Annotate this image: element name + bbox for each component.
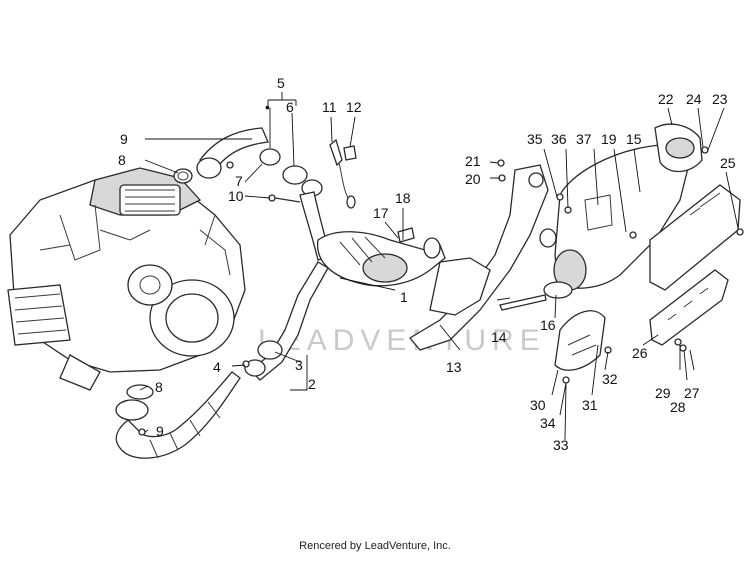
callout-13: 13 [446,359,462,375]
callout-10: 10 [228,188,244,204]
callout-35: 35 [527,131,543,147]
callout-27: 27 [684,385,700,401]
callout-4: 4 [213,359,221,375]
lower-shield [554,310,612,384]
callout-8-lower: 8 [155,379,163,395]
callout-32: 32 [602,371,618,387]
callout-2: 2 [308,376,316,392]
callout-33: 33 [553,437,569,453]
engine-assembly [7,167,246,391]
callout-19: 19 [601,131,617,147]
callout-37: 37 [576,131,592,147]
callout-24: 24 [686,91,702,107]
callout-8-upper: 8 [118,152,126,168]
silencer-bracket [409,159,557,351]
callout-labels: 5 • 6 11 12 9 8 7 10 18 17 1 3 2 4 8 9 1… [118,75,736,453]
callout-26: 26 [632,345,648,361]
callout-9-upper: 9 [120,131,128,147]
callout-3: 3 [295,357,303,373]
callout-28: 28 [670,399,686,415]
callout-12: 12 [346,99,362,115]
callout-21: 21 [465,153,481,169]
leader-lines [139,92,739,441]
callout-22: 22 [658,91,674,107]
callout-15: 15 [626,131,642,147]
watermark: LEADVENTURE [258,324,546,357]
catalytic-converter [317,227,446,287]
silencer-end-cap [654,123,709,173]
callout-23: 23 [712,91,728,107]
callout-5: 5 [277,75,285,91]
callout-25: 25 [720,155,736,171]
callout-9-lower: 9 [156,423,164,439]
callout-11: 11 [322,99,337,115]
callout-36: 36 [551,131,567,147]
callout-1: 1 [400,289,408,305]
callout-7: 7 [235,173,243,189]
footer-credit: Rencered by LeadVenture, Inc. [299,540,451,552]
callout-6: 6 [286,99,294,115]
callout-17: 17 [373,205,389,221]
callout-18: 18 [395,190,411,206]
callout-30: 30 [530,397,546,413]
callout-5-dot: • [265,99,270,115]
upper-exhaust-pipe [173,127,269,184]
callout-31: 31 [582,397,598,413]
callout-20: 20 [465,171,481,187]
callout-16: 16 [540,317,556,333]
callout-34: 34 [540,415,556,431]
lambda-sensor [329,138,357,209]
callout-14: 14 [491,329,507,345]
callout-29: 29 [655,385,671,401]
lower-front-pipe [115,261,329,459]
